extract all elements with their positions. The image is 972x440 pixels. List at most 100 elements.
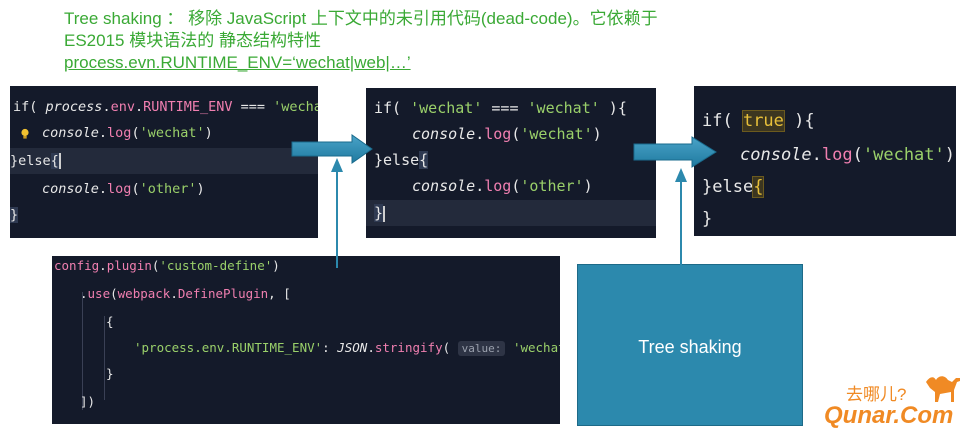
token-paren: ): [204, 125, 213, 141]
token-json: JSON: [337, 340, 368, 355]
string-literal: 'other': [520, 177, 584, 195]
code-line: console.log('wechat'): [366, 122, 656, 146]
token-dot: .: [475, 177, 485, 195]
token-plugin: plugin: [106, 258, 152, 273]
code-panel-replaced: if( 'wechat' === 'wechat' ){ console.log…: [366, 88, 656, 238]
code-line: }: [694, 206, 956, 232]
token-dot: .: [80, 286, 88, 301]
token-brace-matched: }: [10, 207, 19, 223]
token-paren: ): [583, 177, 593, 195]
token-brace: ){: [599, 99, 627, 117]
code-line: console.log('wechat'): [10, 122, 318, 144]
token-operator: ===: [232, 99, 274, 115]
lightbulb-icon[interactable]: [20, 128, 30, 140]
string-literal: 'wechat': [139, 125, 205, 141]
token-brace-matched: {: [419, 151, 429, 169]
camel-icon: [926, 376, 960, 402]
string-literal: 'wechat': [527, 99, 600, 117]
code-line: if( 'wechat' === 'wechat' ){: [366, 96, 656, 120]
token-punctuation: , [: [268, 286, 291, 301]
code-line: }: [52, 364, 560, 384]
token-define-plugin: DefinePlugin: [177, 286, 269, 301]
string-literal: 'wechat': [862, 145, 945, 165]
token-console: console: [412, 177, 476, 195]
code-line: console.log('other'): [10, 178, 318, 200]
code-panel-original: if( process.env. RUNTIME_ENV === 'wechat'…: [10, 86, 318, 238]
token-log: log: [821, 145, 853, 165]
arrow-right-icon: [633, 136, 717, 168]
code-line: }else{: [694, 174, 956, 200]
token-process: process: [45, 99, 103, 115]
token-use: use: [87, 286, 111, 301]
qunar-logo: 去哪儿? Qunar.Com: [820, 372, 970, 438]
token-brace-matched: {: [752, 176, 765, 198]
token-dot: .: [367, 340, 375, 355]
code-line: .use(webpack.DefinePlugin, [: [52, 284, 560, 304]
token-dot: .: [811, 145, 822, 165]
code-line-highlighted: }: [366, 200, 656, 226]
code-line: {: [52, 312, 560, 332]
arrow-up-icon: [331, 158, 343, 268]
parameter-hint: value:: [457, 341, 506, 356]
token-env: env: [110, 99, 135, 115]
title-line-1: Tree shaking ： 移除 JavaScript 上下文中的未引用代码(…: [64, 9, 658, 28]
token-brace: }: [10, 153, 19, 169]
arrow-up-icon: [675, 168, 687, 276]
token-brace: }: [702, 209, 713, 229]
string-literal: 'wechat': [273, 99, 318, 115]
token-log: log: [484, 177, 512, 195]
token-dot: .: [475, 125, 485, 143]
logo-chinese-text: 去哪儿?: [846, 385, 907, 404]
keyword-else: else: [18, 153, 51, 169]
keyword-if: if(: [13, 99, 38, 115]
token-paren: (: [131, 125, 140, 141]
string-literal: 'other': [139, 181, 197, 197]
code-line: ]): [52, 392, 560, 412]
title-line-2: ES2015 模块语法的 静态结构特性: [64, 31, 321, 50]
token-console: console: [740, 145, 812, 165]
token-log: log: [107, 181, 132, 197]
token-dot: .: [99, 258, 107, 273]
token-stringify: stringify: [374, 340, 443, 355]
token-paren: ): [196, 181, 205, 197]
token-brace-matched: {: [50, 153, 59, 169]
token-dot: .: [170, 286, 178, 301]
token-paren: ): [944, 145, 956, 165]
token-webpack: webpack: [117, 286, 171, 301]
token-paren: (: [110, 286, 118, 301]
token-log: log: [107, 125, 132, 141]
slide-title: Tree shaking ： 移除 JavaScript 上下文中的未引用代码(…: [64, 8, 764, 74]
token-paren: (: [442, 340, 451, 355]
token-colon: :: [322, 340, 338, 355]
keyword-else: else: [712, 177, 754, 197]
code-line: config.plugin('custom-define'): [52, 256, 560, 276]
keyword-true: true: [741, 110, 785, 132]
token-console: console: [42, 181, 99, 197]
token-dot: .: [98, 125, 108, 141]
token-runtime-env: RUNTIME_ENV: [143, 99, 233, 115]
token-brace: {: [106, 314, 114, 329]
code-line: console.log('other'): [366, 174, 656, 198]
token-paren: (: [511, 125, 521, 143]
code-line: }: [10, 204, 318, 226]
indent-guide: [82, 292, 83, 410]
token-config: config: [54, 258, 100, 273]
logo-english-text: Qunar.Com: [824, 402, 954, 429]
code-line: console.log('wechat'): [694, 142, 956, 168]
title-line-3: process.evn.RUNTIME_ENV=‘wechat|web|…’: [64, 53, 411, 72]
code-line-highlighted: }else{: [10, 148, 318, 174]
token-paren: ): [272, 258, 280, 273]
code-line: 'process.env.RUNTIME_ENV': JSON.stringif…: [52, 338, 560, 358]
token-brace: }: [702, 177, 713, 197]
token-dot: .: [102, 99, 111, 115]
token-paren: (: [151, 258, 160, 273]
token-brace: }: [374, 151, 384, 169]
string-literal: 'process.env.RUNTIME_ENV': [134, 340, 323, 355]
tree-shaking-box: Tree shaking: [577, 264, 803, 426]
token-paren: ): [592, 125, 602, 143]
tree-shaking-label: Tree shaking: [638, 337, 742, 357]
text-cursor: [383, 205, 386, 222]
keyword-if: if(: [702, 111, 743, 131]
code-line: }else{: [366, 148, 656, 172]
